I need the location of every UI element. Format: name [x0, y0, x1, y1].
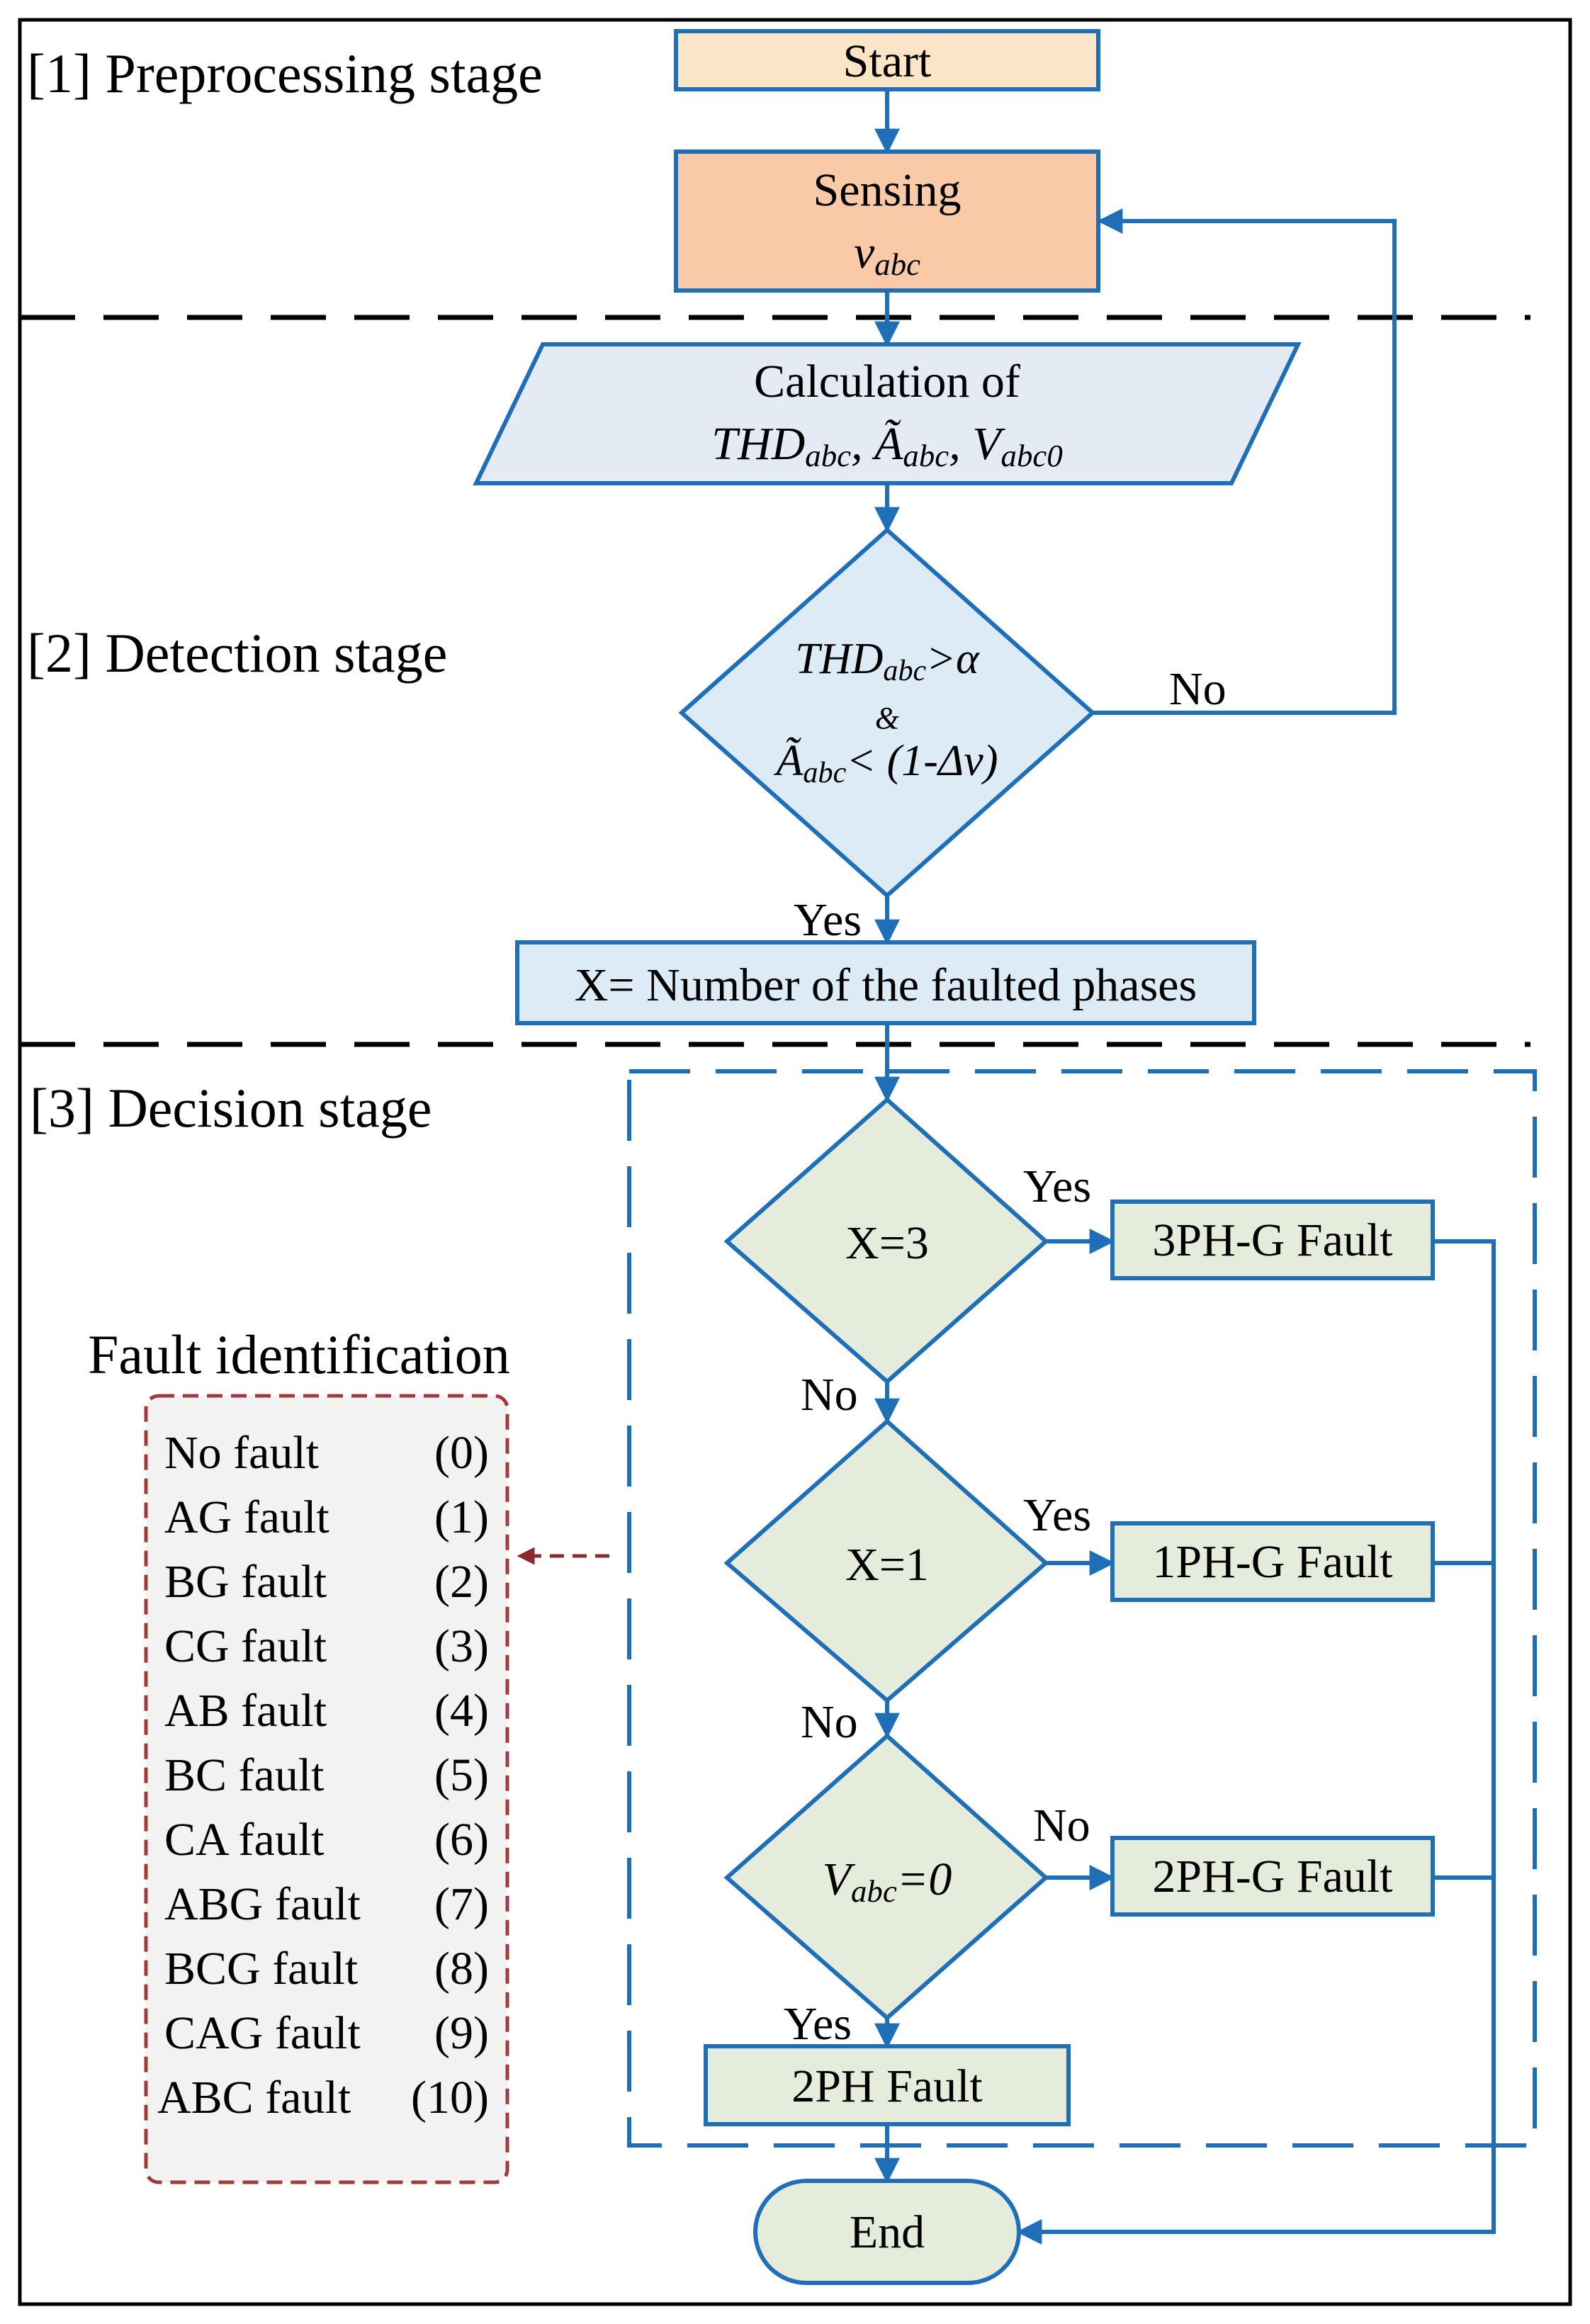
fault-item-name: ABC fault [157, 2072, 351, 2123]
fault-identification-box [144, 1394, 509, 2184]
decision-v-zero-label: Vabc=0 [823, 1854, 952, 1909]
fault-item-code: (6) [434, 1814, 489, 1866]
fault-item-code: (2) [434, 1556, 489, 1608]
fault-item-code: (4) [434, 1685, 489, 1737]
result-2ph-g-fault-label: 2PH-G Fault [1152, 1851, 1392, 1902]
sensing-node [674, 150, 1100, 293]
detection-condition-amp: Ãabc< (1-Δv) [774, 737, 998, 789]
calculation-variables: THDabc, Ãabc, Vabc0 [711, 418, 1063, 473]
decision-x-equals-3 [723, 1096, 1049, 1384]
fault-item-name: AB fault [164, 1685, 327, 1737]
result-1ph-g-fault [1110, 1521, 1435, 1602]
fault-identification-title: Fault identification [88, 1324, 510, 1385]
edge-label-d2-yes: Yes [1023, 1489, 1091, 1541]
fault-item-name: ABG fault [164, 1878, 361, 1930]
end-label: End [850, 2206, 925, 2258]
stage-label-preprocessing: [1] Preprocessing stage [27, 43, 543, 104]
edge-label-d1-no: No [801, 1369, 858, 1421]
faulted-phase-count-label: X= Number of the faulted phases [575, 959, 1197, 1011]
edge-label-d3-yes: Yes [784, 1998, 852, 2050]
edge-detect-no-loop [1093, 208, 1397, 715]
detection-decision [678, 526, 1096, 899]
edge-label-detect-yes: Yes [794, 894, 862, 946]
calculation-node [473, 342, 1302, 485]
detection-condition-thd: THDabc>α [795, 635, 980, 687]
result-2ph-fault-label: 2PH Fault [791, 2060, 983, 2112]
result-3ph-g-fault [1110, 1200, 1435, 1280]
fault-item-code: (5) [434, 1749, 489, 1801]
stage-label-decision: [3] Decision stage [30, 1077, 432, 1139]
fault-item-code: (10) [411, 2072, 489, 2123]
fault-item-name: No fault [164, 1427, 319, 1479]
decision-group-box [627, 1069, 1537, 2148]
fault-item-code: (1) [434, 1491, 489, 1543]
end-node [753, 2179, 1021, 2285]
fault-item-name: CAG fault [164, 2007, 361, 2059]
result-2ph-fault [704, 2044, 1071, 2126]
decision-x-equals-3-label: X=3 [845, 1217, 929, 1269]
sensing-variable: vabc [854, 227, 920, 282]
stage-label-detection: [2] Detection stage [27, 622, 447, 684]
edge-label-d1-yes: Yes [1023, 1161, 1091, 1212]
fault-item-name: BG fault [164, 1556, 327, 1608]
decision-v-zero [723, 1732, 1049, 2021]
calculation-title: Calculation of [754, 356, 1020, 407]
edge-label-detect-no: No [1169, 663, 1227, 715]
outer-frame [18, 18, 1572, 2306]
result-1ph-g-fault-label: 1PH-G Fault [1152, 1536, 1392, 1588]
edge-label-d2-no: No [801, 1696, 858, 1748]
fault-item-code: (8) [434, 1943, 489, 1995]
start-node [674, 29, 1100, 91]
decision-x-equals-1 [723, 1418, 1049, 1703]
fault-item-name: CG fault [164, 1620, 327, 1672]
detection-condition-and: & [875, 701, 900, 735]
result-3ph-g-fault-label: 3PH-G Fault [1152, 1214, 1392, 1266]
fault-item-code: (9) [434, 2007, 489, 2059]
faulted-phase-count-node [515, 940, 1256, 1025]
fault-item-name: CA fault [164, 1814, 325, 1866]
start-label: Start [843, 35, 932, 87]
sensing-label: Sensing [813, 164, 961, 216]
fault-item-code: (0) [434, 1427, 489, 1479]
result-2ph-g-fault [1110, 1836, 1435, 1917]
fault-item-name: AG fault [164, 1491, 329, 1543]
connectors [874, 89, 1496, 2245]
fault-item-name: BC fault [164, 1749, 325, 1801]
fault-list: No fault (0) AG fault (1) BG fault (2) CG faul… [157, 1427, 489, 2123]
decision-x-equals-1-label: X=1 [845, 1539, 929, 1591]
edge-results-bus [1016, 1239, 1496, 2245]
fault-item-code: (7) [434, 1878, 489, 1930]
edge-label-d3-no: No [1033, 1800, 1090, 1851]
fault-item-code: (3) [434, 1620, 489, 1672]
fault-item-name: BCG fault [164, 1943, 358, 1995]
